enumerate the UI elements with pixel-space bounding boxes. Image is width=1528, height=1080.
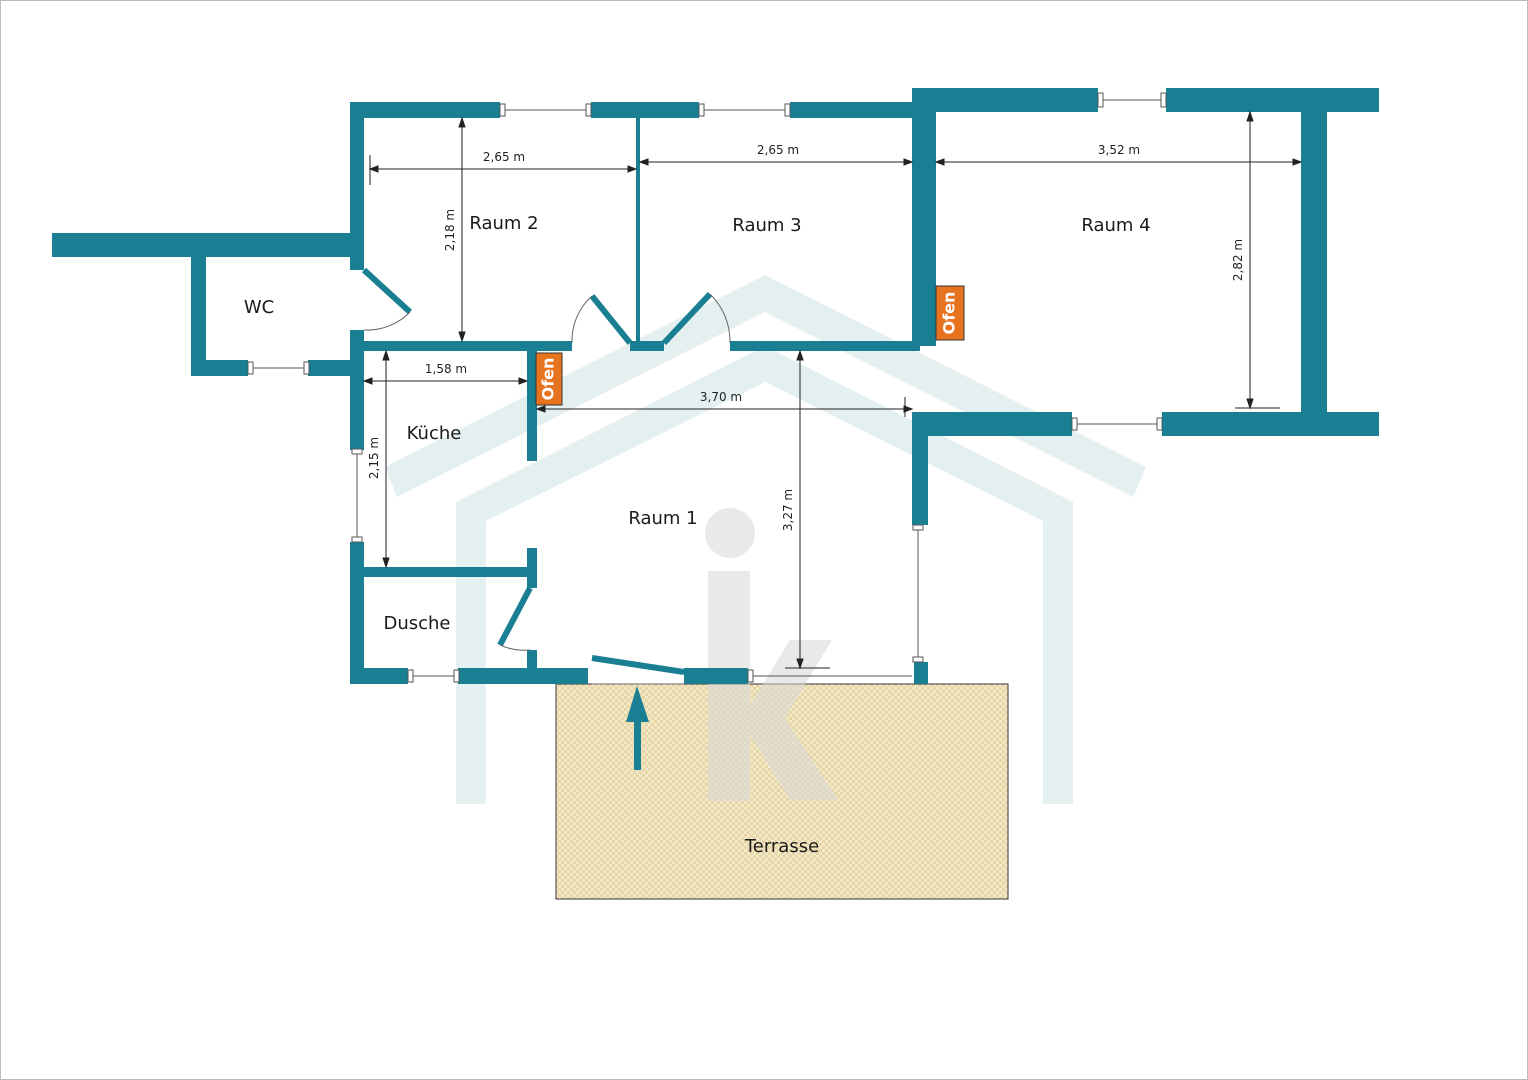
wall-wc-left xyxy=(191,257,206,376)
room-label-raum4: Raum 4 xyxy=(1081,215,1150,236)
stove-label: Ofen xyxy=(539,358,558,401)
wall-raum1-right xyxy=(912,412,928,525)
dim-raum4-depth: 2,82 m xyxy=(1231,239,1245,281)
room-label-raum3: Raum 3 xyxy=(732,215,801,236)
dim-raum2-depth: 2,18 m xyxy=(443,209,457,251)
stove-raum3 xyxy=(535,352,563,406)
dim-raum1-width: 3,70 m xyxy=(700,390,742,404)
windows xyxy=(247,92,1167,683)
room-label-raum2: Raum 2 xyxy=(469,213,538,234)
room-label-dusche: Dusche xyxy=(383,613,450,634)
wall-wc-bottom xyxy=(191,360,248,376)
wall-raum2-top xyxy=(350,102,500,118)
dim-raum3-width: 2,65 m xyxy=(757,143,799,157)
wall-raum4-bottom-left xyxy=(912,412,1072,436)
room-label-wc: WC xyxy=(244,297,274,318)
wall-raum2-bottom xyxy=(364,341,572,351)
dim-raum4-width: 3,52 m xyxy=(1098,143,1140,157)
wall-west-arm xyxy=(52,233,362,257)
wall-wc-bottom-right xyxy=(308,360,352,376)
room-label-kueche: Küche xyxy=(407,423,462,444)
wall-raum1-bottom-left xyxy=(458,668,588,684)
doors xyxy=(361,267,731,685)
wall-raum3-top xyxy=(790,102,915,118)
room-label-terrasse: Terrasse xyxy=(744,836,819,857)
wall-dusche-right-lower xyxy=(527,650,537,684)
wall-raum4-top-left xyxy=(912,88,1098,112)
wall-dusche-left xyxy=(350,542,364,684)
dim-kueche-depth: 2,15 m xyxy=(367,437,381,479)
wall-raum1-bottom-mid xyxy=(684,668,748,684)
wall-partition-raum2-raum3 xyxy=(636,118,640,343)
logo-watermark-icon xyxy=(385,275,1146,804)
walls xyxy=(52,88,1379,684)
stove-label: Ofen xyxy=(940,292,959,335)
wall-raum4-top-right xyxy=(1166,88,1379,112)
wall-raum4-bottom-right xyxy=(1162,412,1379,436)
dim-kueche-width: 1,58 m xyxy=(425,362,467,376)
wall-raum2-left xyxy=(350,102,364,270)
wall-kueche-right xyxy=(527,351,537,461)
wall-dusche-top xyxy=(364,567,527,577)
wall-wc-right xyxy=(350,330,364,450)
wall-dusche-bottom xyxy=(350,668,408,684)
wall-raum1-bottom-right xyxy=(914,662,928,684)
wall-door-stub-left xyxy=(630,341,664,351)
wall-raum3-bottom xyxy=(730,341,920,351)
dim-raum1-depth: 3,27 m xyxy=(781,489,795,531)
wall-dusche-right xyxy=(527,548,537,588)
dim-raum2-width: 2,65 m xyxy=(483,150,525,164)
wall-raum2-3-top xyxy=(591,102,699,118)
stove-raum4 xyxy=(935,285,965,341)
wall-raum3-raum4 xyxy=(912,88,936,346)
wall-raum4-right xyxy=(1301,88,1327,436)
entrance-arrow-icon xyxy=(626,686,649,770)
dimension-lines xyxy=(362,110,1303,670)
room-label-raum1: Raum 1 xyxy=(628,508,697,529)
